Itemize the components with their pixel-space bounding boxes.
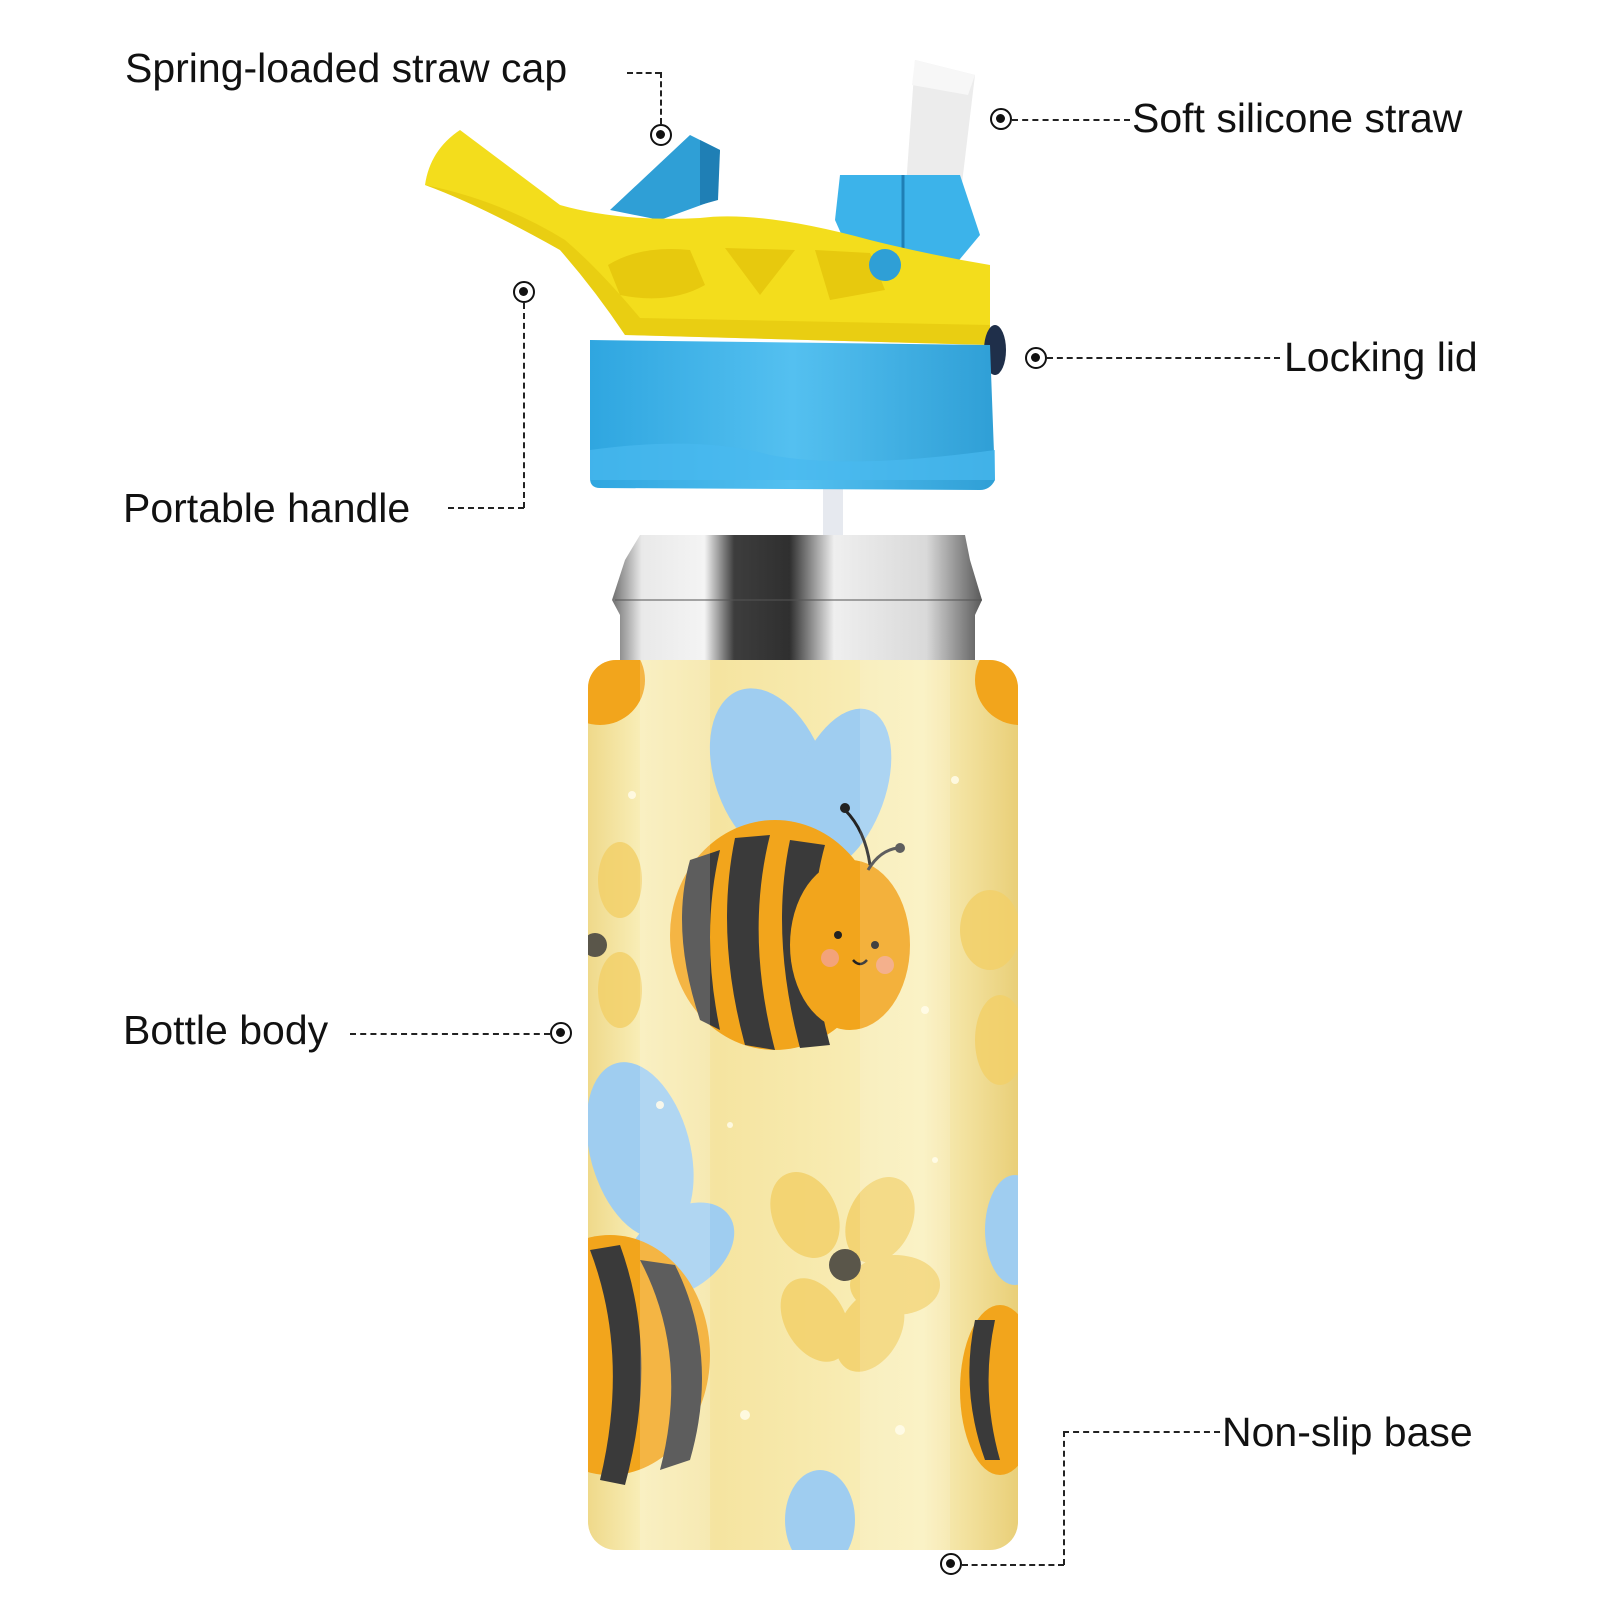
- callout-marker-icon: [1025, 347, 1047, 369]
- label-non-slip-base: Non-slip base: [1222, 1409, 1473, 1455]
- leader-line: [1047, 357, 1280, 359]
- leader-line: [350, 1033, 550, 1035]
- callout-marker-icon: [513, 281, 535, 303]
- label-bottle-body: Bottle body: [123, 1007, 329, 1053]
- leader-line: [627, 72, 661, 74]
- callout-marker-icon: [990, 108, 1012, 130]
- leader-line: [1012, 119, 1130, 121]
- leader-line: [660, 72, 662, 124]
- leader-line: [523, 303, 525, 508]
- callout-marker-icon: [550, 1022, 572, 1044]
- leader-line: [1063, 1431, 1065, 1565]
- bee-pattern: [588, 660, 1018, 1550]
- leader-line: [448, 507, 524, 509]
- callout-marker-icon: [940, 1553, 962, 1575]
- label-soft-silicone-straw: Soft silicone straw: [1132, 95, 1463, 141]
- straw-tube: [823, 470, 843, 550]
- label-portable-handle: Portable handle: [123, 485, 411, 531]
- leader-line: [1063, 1431, 1220, 1433]
- label-spring-loaded-straw-cap: Spring-loaded straw cap: [125, 45, 568, 91]
- leader-line: [962, 1564, 1064, 1566]
- label-locking-lid: Locking lid: [1284, 334, 1478, 380]
- callout-marker-icon: [650, 124, 672, 146]
